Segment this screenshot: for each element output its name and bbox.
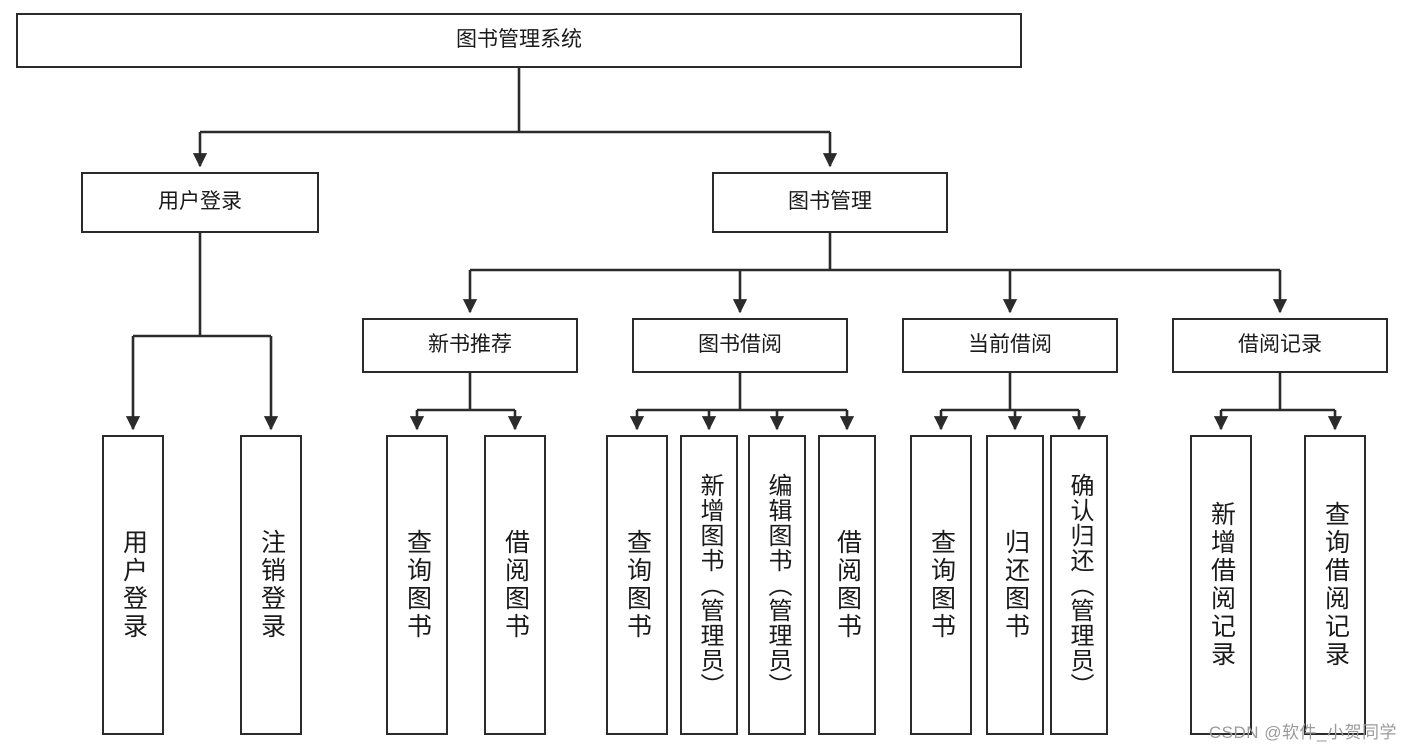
leaf-add-borrowing-record-label: 新增借阅记录 xyxy=(1207,501,1236,669)
node-book-borrowing[interactable]: 图书借阅 xyxy=(632,318,848,373)
leaf-borrow-books-recommendation-label: 借阅图书 xyxy=(501,529,530,641)
node-book-management[interactable]: 图书管理 xyxy=(712,172,948,233)
leaf-borrow-books-recommendation[interactable]: 借阅图书 xyxy=(484,435,546,735)
leaf-query-books-current[interactable]: 查询图书 xyxy=(910,435,972,735)
leaf-query-books-borrowing[interactable]: 查询图书 xyxy=(606,435,668,735)
node-borrowing-records-label: 借阅记录 xyxy=(1238,333,1322,357)
node-user-login-label: 用户登录 xyxy=(158,190,242,214)
leaf-query-books-recommendation-label: 查询图书 xyxy=(403,529,432,641)
leaf-add-borrowing-record[interactable]: 新增借阅记录 xyxy=(1190,435,1252,735)
leaf-query-books-borrowing-label: 查询图书 xyxy=(623,529,652,641)
leaf-query-books-recommendation[interactable]: 查询图书 xyxy=(386,435,448,735)
leaf-confirm-return-admin-label: 确认归还（管理员） xyxy=(1066,472,1093,698)
leaf-logout-label: 注销登录 xyxy=(257,529,286,641)
leaf-user-login-label: 用户登录 xyxy=(119,529,148,641)
leaf-query-books-current-label: 查询图书 xyxy=(927,529,956,641)
leaf-user-login[interactable]: 用户登录 xyxy=(102,435,164,735)
leaf-query-borrowing-record-label: 查询借阅记录 xyxy=(1321,501,1350,669)
leaf-add-book-admin[interactable]: 新增图书（管理员） xyxy=(680,435,738,735)
leaf-add-book-admin-label: 新增图书（管理员） xyxy=(696,472,723,698)
leaf-logout[interactable]: 注销登录 xyxy=(240,435,302,735)
leaf-confirm-return-admin[interactable]: 确认归还（管理员） xyxy=(1050,435,1108,735)
node-borrowing-records[interactable]: 借阅记录 xyxy=(1172,318,1388,373)
node-new-book-recommendation[interactable]: 新书推荐 xyxy=(362,318,578,373)
node-current-borrowing-label: 当前借阅 xyxy=(968,333,1052,357)
node-user-login[interactable]: 用户登录 xyxy=(81,172,319,233)
node-book-borrowing-label: 图书借阅 xyxy=(698,333,782,357)
node-new-book-recommendation-label: 新书推荐 xyxy=(428,333,512,357)
leaf-edit-book-admin[interactable]: 编辑图书（管理员） xyxy=(748,435,806,735)
leaf-borrow-books-borrowing[interactable]: 借阅图书 xyxy=(818,435,876,735)
leaf-borrow-books-borrowing-label: 借阅图书 xyxy=(833,529,862,641)
node-root-label: 图书管理系统 xyxy=(456,28,582,52)
leaf-return-books-label: 归还图书 xyxy=(1001,529,1030,641)
node-current-borrowing[interactable]: 当前借阅 xyxy=(902,318,1118,373)
node-book-management-label: 图书管理 xyxy=(788,190,872,214)
leaf-query-borrowing-record[interactable]: 查询借阅记录 xyxy=(1304,435,1366,735)
leaf-return-books[interactable]: 归还图书 xyxy=(986,435,1044,735)
leaf-edit-book-admin-label: 编辑图书（管理员） xyxy=(764,472,791,698)
node-root[interactable]: 图书管理系统 xyxy=(16,13,1022,68)
